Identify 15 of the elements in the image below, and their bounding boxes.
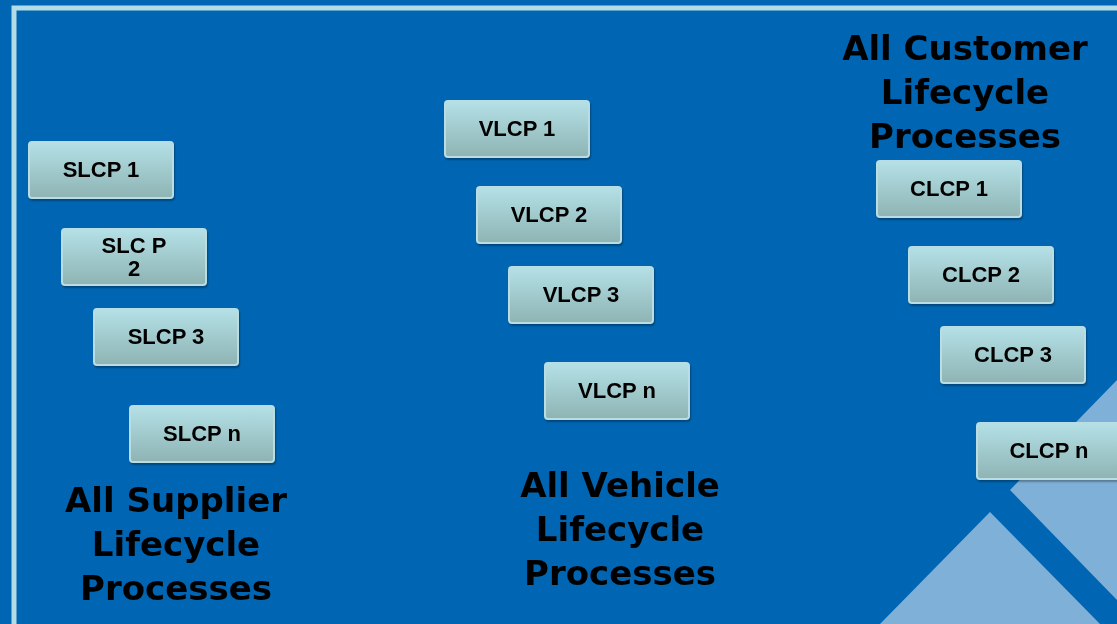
process-box: VLCP 1	[444, 100, 590, 158]
group-heading: All Supplier Lifecycle Processes	[64, 479, 288, 611]
process-box: SLC P 2	[61, 228, 207, 286]
process-box: CLCP 3	[940, 326, 1086, 384]
group-heading: All Vehicle Lifecycle Processes	[519, 464, 721, 596]
group-heading: All Customer Lifecycle Processes	[841, 27, 1089, 159]
process-box: SLCP 3	[93, 308, 239, 366]
process-box: VLCP 2	[476, 186, 622, 244]
process-box: CLCP 2	[908, 246, 1054, 304]
process-box: CLCP n	[976, 422, 1117, 480]
process-box: SLCP 1	[28, 141, 174, 199]
process-box: SLCP n	[129, 405, 275, 463]
process-box: VLCP n	[544, 362, 690, 420]
process-box: CLCP 1	[876, 160, 1022, 218]
process-box: VLCP 3	[508, 266, 654, 324]
